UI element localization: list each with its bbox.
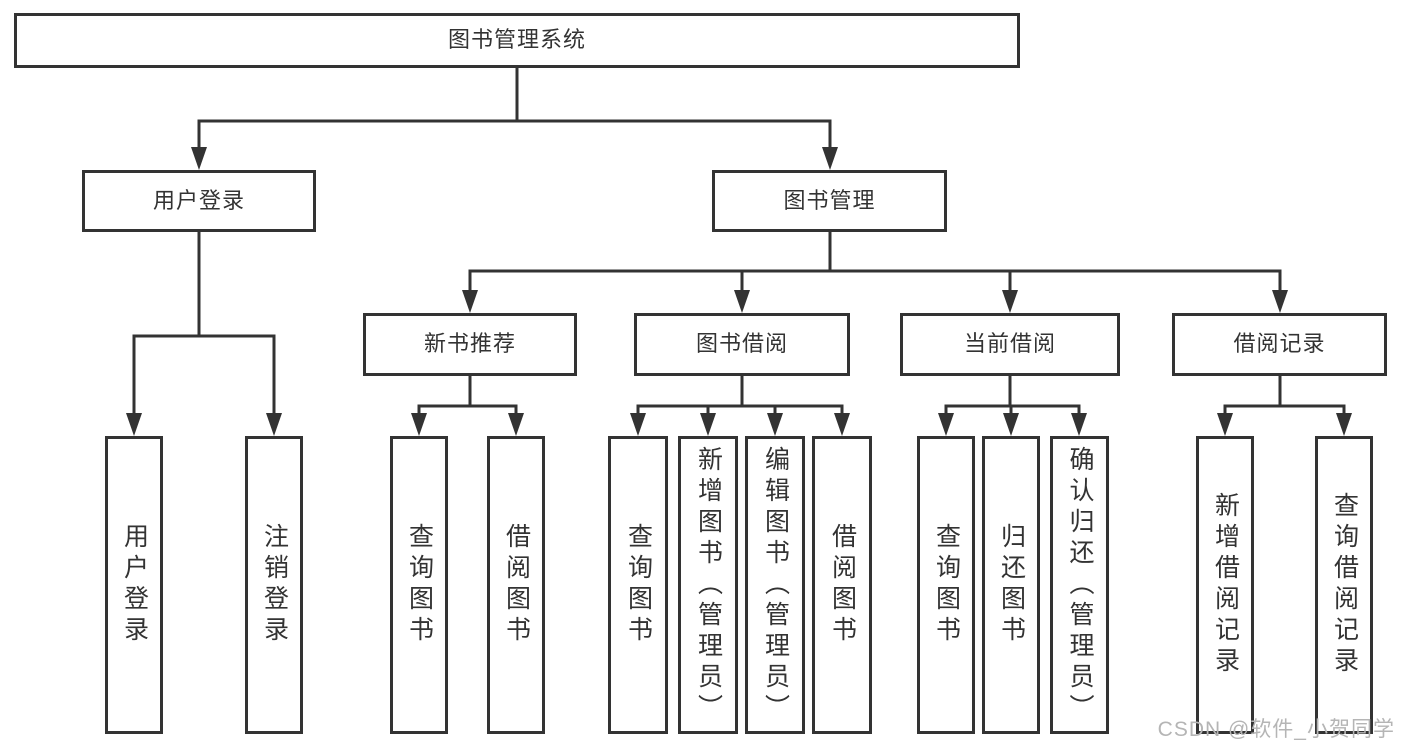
leaf-confirm-return-admin: 确认归还（管理员） — [1050, 436, 1109, 734]
leaf-query-books-recommend: 查询图书 — [390, 436, 448, 734]
leaf-return-books: 归还图书 — [982, 436, 1040, 734]
node-book-management: 图书管理 — [712, 170, 947, 232]
node-borrow-records: 借阅记录 — [1172, 313, 1387, 376]
leaf-user-login: 用户登录 — [105, 436, 163, 734]
node-root-system: 图书管理系统 — [14, 13, 1020, 68]
connector-paths — [132, 68, 1346, 422]
node-book-borrow: 图书借阅 — [634, 313, 850, 376]
arrowheads — [126, 147, 1352, 436]
leaf-query-books-borrow: 查询图书 — [608, 436, 668, 734]
node-current-borrow: 当前借阅 — [900, 313, 1120, 376]
node-new-book-recommend: 新书推荐 — [363, 313, 577, 376]
leaf-query-books-current: 查询图书 — [917, 436, 975, 734]
leaf-query-borrow-record: 查询借阅记录 — [1315, 436, 1373, 734]
leaf-borrow-books: 借阅图书 — [812, 436, 872, 734]
leaf-logout: 注销登录 — [245, 436, 303, 734]
node-user-login: 用户登录 — [82, 170, 316, 232]
csdn-watermark: CSDN @软件_小贺同学 — [1157, 718, 1395, 741]
leaf-edit-book-admin: 编辑图书（管理员） — [745, 436, 805, 734]
leaf-add-book-admin: 新增图书（管理员） — [678, 436, 738, 734]
leaf-add-borrow-record: 新增借阅记录 — [1196, 436, 1254, 734]
leaf-borrow-books-recommend: 借阅图书 — [487, 436, 545, 734]
